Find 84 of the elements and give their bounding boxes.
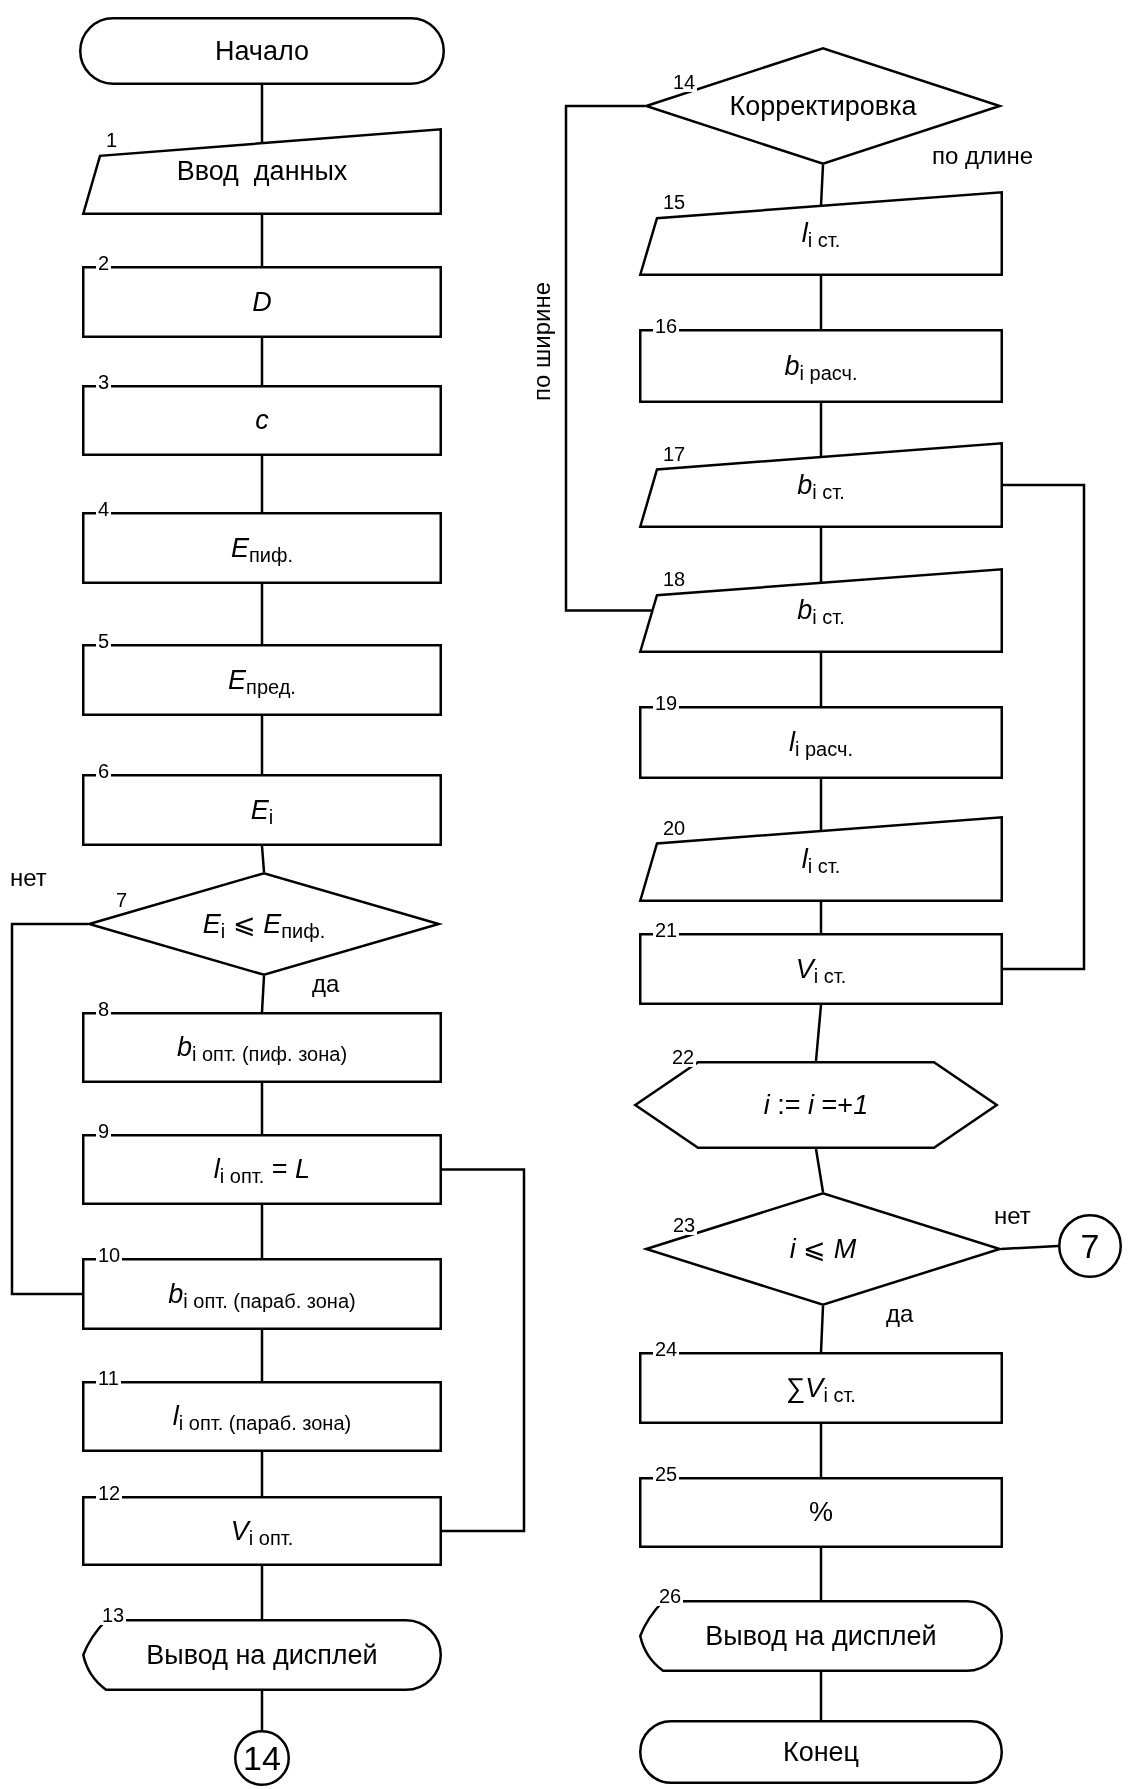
step-number: 23: [671, 1215, 698, 1235]
connector-line: [260, 1691, 264, 1730]
node-text: l$_{i ст.}$: [801, 845, 841, 873]
step-number: 19: [653, 693, 680, 713]
node-text: b$_{i ст.}$: [797, 597, 845, 624]
step-number: 5: [96, 631, 112, 651]
connector-line: [260, 1205, 264, 1258]
node-text: c: [255, 407, 269, 434]
connector-line: [819, 528, 823, 583]
step-number: 13: [100, 1605, 127, 1625]
step-number: 2: [96, 253, 112, 273]
connector-line: [260, 1566, 264, 1619]
connector-line: [1003, 483, 1086, 971]
step-number: 8: [96, 999, 112, 1019]
step-number: 24: [653, 1339, 680, 1359]
manual-input-shape: [639, 568, 1003, 653]
step-number: 10: [96, 1245, 123, 1265]
node-text: Конец: [782, 1738, 860, 1766]
connector-line: [260, 975, 266, 1013]
manual-input-shape: [639, 191, 1003, 276]
connector-line: [260, 1330, 264, 1381]
connector-line: [819, 276, 823, 329]
connector-line: [260, 338, 264, 385]
step-number: 9: [96, 1121, 112, 1141]
connector-line: [819, 779, 823, 831]
connector-circle: [1058, 1214, 1122, 1278]
connector-line: [1000, 1244, 1059, 1251]
terminal-shape: [639, 1720, 1003, 1784]
node-text: E$_{i}$: [250, 796, 274, 824]
step-number: 6: [96, 761, 112, 781]
connector-line: [442, 1168, 526, 1533]
node-text: 7: [1080, 1229, 1100, 1263]
connector-line: [260, 215, 264, 266]
node-text: V$_{i ст.}$: [795, 955, 847, 983]
connector-line: [819, 653, 823, 706]
connector-line: [260, 85, 264, 143]
node-text: Вывод на дисплей: [705, 1622, 937, 1650]
step-number: 26: [657, 1586, 684, 1606]
connector-line: [819, 1548, 823, 1600]
node-text: Начало: [214, 37, 310, 65]
decision-diamond: [88, 872, 440, 976]
connector-line: [564, 104, 653, 612]
connector-line: [819, 164, 825, 206]
manual-input-shape: [639, 442, 1003, 528]
manual-input-shape: [639, 816, 1003, 902]
node-text: Вывод на дисплей: [146, 1641, 378, 1669]
step-number: 25: [653, 1464, 680, 1484]
connector-line: [260, 1083, 264, 1134]
node-text: ∑V$_{i ст.}$: [786, 1374, 856, 1402]
connector-line: [814, 1148, 825, 1193]
node-text: i ⩽ M: [789, 1235, 857, 1263]
node-text: i := i =+1: [763, 1091, 869, 1119]
connector-line: [819, 902, 823, 933]
step-number: 14: [671, 72, 698, 92]
node-text: Ввод данных: [176, 158, 348, 185]
connector-line: [819, 1424, 823, 1477]
connector-line: [260, 845, 266, 873]
connector-line: [819, 1305, 825, 1353]
node-text: Корректировка: [729, 92, 917, 120]
connector-line: [260, 1452, 264, 1496]
connector-line: [260, 456, 264, 512]
connector-line: [10, 922, 88, 1296]
step-number: 12: [96, 1483, 123, 1503]
connector-line: [819, 1672, 823, 1720]
node-text: D: [252, 288, 272, 316]
connector-line: [819, 403, 823, 457]
node-text: l$_{i опт.}$ = L: [213, 1156, 311, 1183]
step-number: 7: [114, 890, 130, 910]
node-text: V$_{i опт.}$: [230, 1517, 294, 1545]
connector-line: [814, 1004, 823, 1062]
step-number: 4: [96, 499, 112, 519]
connector-line: [260, 584, 264, 644]
connector-circle: [234, 1730, 290, 1786]
node-text: 14: [243, 1741, 281, 1775]
step-number: 3: [96, 372, 112, 392]
step-number: 21: [653, 920, 680, 940]
node-text: %: [809, 1499, 833, 1526]
step-number: 11: [96, 1368, 121, 1388]
manual-input-shape: [82, 128, 442, 215]
step-number: 16: [653, 316, 680, 336]
node-text: l$_{i ст.}$: [801, 220, 841, 247]
step-number: 22: [670, 1047, 697, 1067]
connector-line: [260, 716, 264, 774]
node-text: b$_{i ст.}$: [797, 471, 845, 499]
